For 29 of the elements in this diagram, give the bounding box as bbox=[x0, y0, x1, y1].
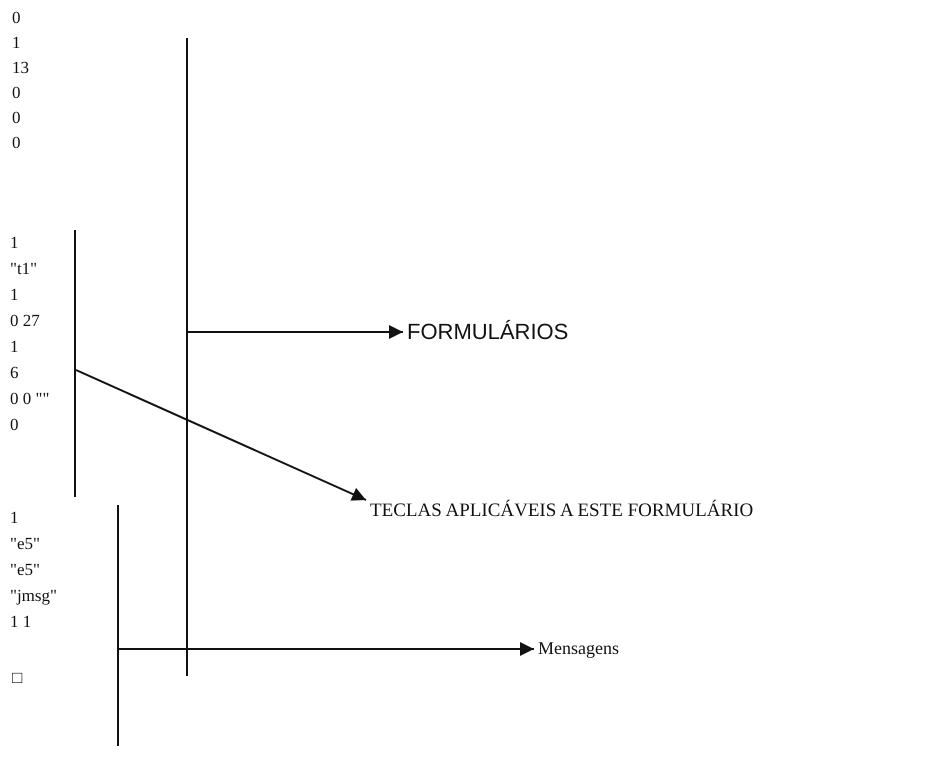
code-value: 0 bbox=[10, 414, 18, 436]
code-value: "jmsg" bbox=[10, 585, 57, 607]
annotation-label: FORMULÁRIOS bbox=[407, 319, 568, 345]
code-value: "t1" bbox=[10, 258, 38, 280]
arrow bbox=[188, 325, 403, 339]
bracketed-group bbox=[10, 230, 76, 497]
checkbox-glyph: □ bbox=[12, 668, 22, 688]
code-value: 13 bbox=[12, 58, 29, 78]
code-value: 1 bbox=[10, 507, 18, 529]
code-value: 1 bbox=[10, 232, 18, 254]
code-value: 0 0 "" bbox=[10, 388, 50, 410]
code-value: 0 bbox=[12, 8, 20, 28]
code-value: "e5" bbox=[10, 533, 40, 555]
code-value: "e5" bbox=[10, 559, 40, 581]
arrow bbox=[76, 369, 366, 501]
code-value: 0 bbox=[12, 133, 20, 153]
code-value: 1 bbox=[10, 336, 18, 358]
bracketed-group bbox=[10, 505, 119, 746]
code-value: 0 bbox=[12, 108, 20, 128]
code-value: 6 bbox=[10, 362, 18, 384]
annotation-label: TECLAS APLICÁVEIS A ESTE FORMULÁRIO bbox=[370, 500, 754, 522]
code-value: 1 1 bbox=[10, 611, 32, 633]
code-value: 1 bbox=[10, 284, 18, 306]
annotation-label: Mensagens bbox=[538, 638, 619, 659]
vertical-line bbox=[186, 38, 188, 676]
code-value: 0 bbox=[12, 83, 20, 103]
arrow bbox=[119, 642, 534, 656]
code-value: 0 27 bbox=[10, 310, 40, 332]
code-value: 1 bbox=[12, 33, 20, 53]
